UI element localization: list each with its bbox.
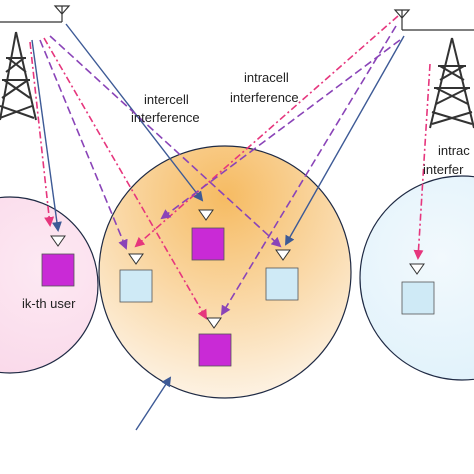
intercell-link-2 xyxy=(43,37,208,320)
intercell-link-left-served-center-a xyxy=(29,41,55,227)
intracell-label-line1: intracell xyxy=(244,70,289,85)
user-device-icon xyxy=(401,263,435,315)
user-device-icon xyxy=(41,235,75,287)
user-device-icon xyxy=(119,253,153,303)
intracell-link-right-user xyxy=(413,63,431,260)
center-cell xyxy=(98,145,352,399)
intracell-label-line2: interference xyxy=(230,90,299,105)
right-cell xyxy=(359,175,474,381)
intracell-link-4 xyxy=(160,39,401,220)
intercell-link-3 xyxy=(49,35,282,248)
intercell-label-line1: intercell xyxy=(144,92,189,107)
user-device-icon xyxy=(265,249,299,301)
cell-pointer-arrow xyxy=(135,376,172,431)
left-antenna-icon xyxy=(0,5,71,23)
direct-link-left-user xyxy=(31,39,62,232)
intracell-right-label-line1: intrac xyxy=(438,143,470,158)
intercell-link-1 xyxy=(39,39,128,250)
intracell-right-label-line2: interfer xyxy=(423,162,464,177)
right-antenna-icon xyxy=(393,9,474,31)
left-tower-icon xyxy=(0,31,37,121)
user-device-icon xyxy=(198,317,232,367)
user-device-icon xyxy=(191,209,225,261)
intercell-label-line2: interference xyxy=(131,110,200,125)
intracell-link-1 xyxy=(134,15,399,248)
right-tower-icon xyxy=(429,37,474,129)
intracell-link-2 xyxy=(220,25,397,316)
user-label: ik-th user xyxy=(22,296,76,311)
intracell-link-3 xyxy=(285,35,405,246)
